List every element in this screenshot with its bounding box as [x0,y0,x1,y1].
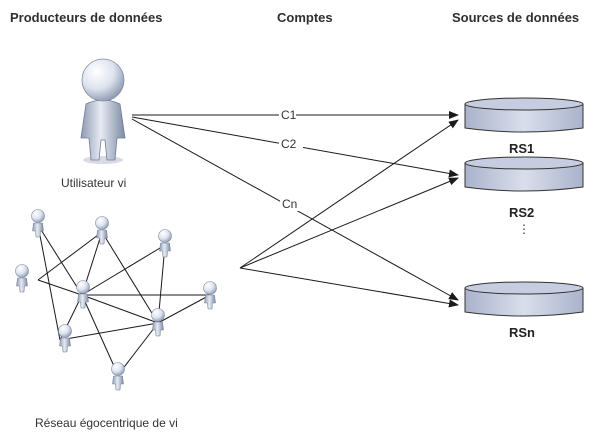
network-person-icon [58,324,72,353]
network-edges [37,224,211,376]
network-person-icon [111,362,125,391]
user-label: Utilisateur vi [61,176,127,190]
accounts-header: Comptes [277,10,333,25]
arrow-net-rs2 [239,177,459,269]
c2-label-bg [279,136,303,151]
database-icon-rs1 [464,97,584,133]
network-edge [37,224,83,296]
network-edge [117,322,159,376]
source-label-rs2: RS2 [509,205,535,220]
network-person-icon [151,308,165,337]
database-icon-rs2 [464,156,584,192]
sources-header: Sources de données [452,10,580,25]
network-edge [81,294,119,376]
c1-label-bg [279,107,296,122]
network-label: Réseau égocentrique de vi [35,416,178,430]
database-icon-rsn [464,281,584,317]
source-label-rsn: RSn [509,325,535,340]
network-arrows [239,119,459,308]
network-person-icon [158,229,172,258]
network-person-icon [76,280,90,309]
source-label-rs1: RS1 [509,141,535,156]
network-edge [37,279,83,296]
network-edge [81,244,166,296]
ellipsis-vertical: ⋮ [518,222,530,236]
account-label-c2: C2 [281,137,297,151]
account-label-c1: C1 [281,108,297,122]
cn-label-bg [280,196,304,211]
account-label-cn: Cn [282,197,297,211]
network-edge [37,231,103,281]
network-edge [37,224,61,341]
arrow-net-rsn [239,267,459,308]
network-edge [81,294,159,324]
producers-header: Producteurs de données [10,10,163,25]
network-person-icon [15,264,29,293]
network-person-icon [203,281,217,310]
network-edge [59,322,159,341]
user-icon [80,58,126,164]
arrow-net-rs1 [239,119,459,269]
network-edge [101,231,159,324]
network-edge [157,294,211,324]
